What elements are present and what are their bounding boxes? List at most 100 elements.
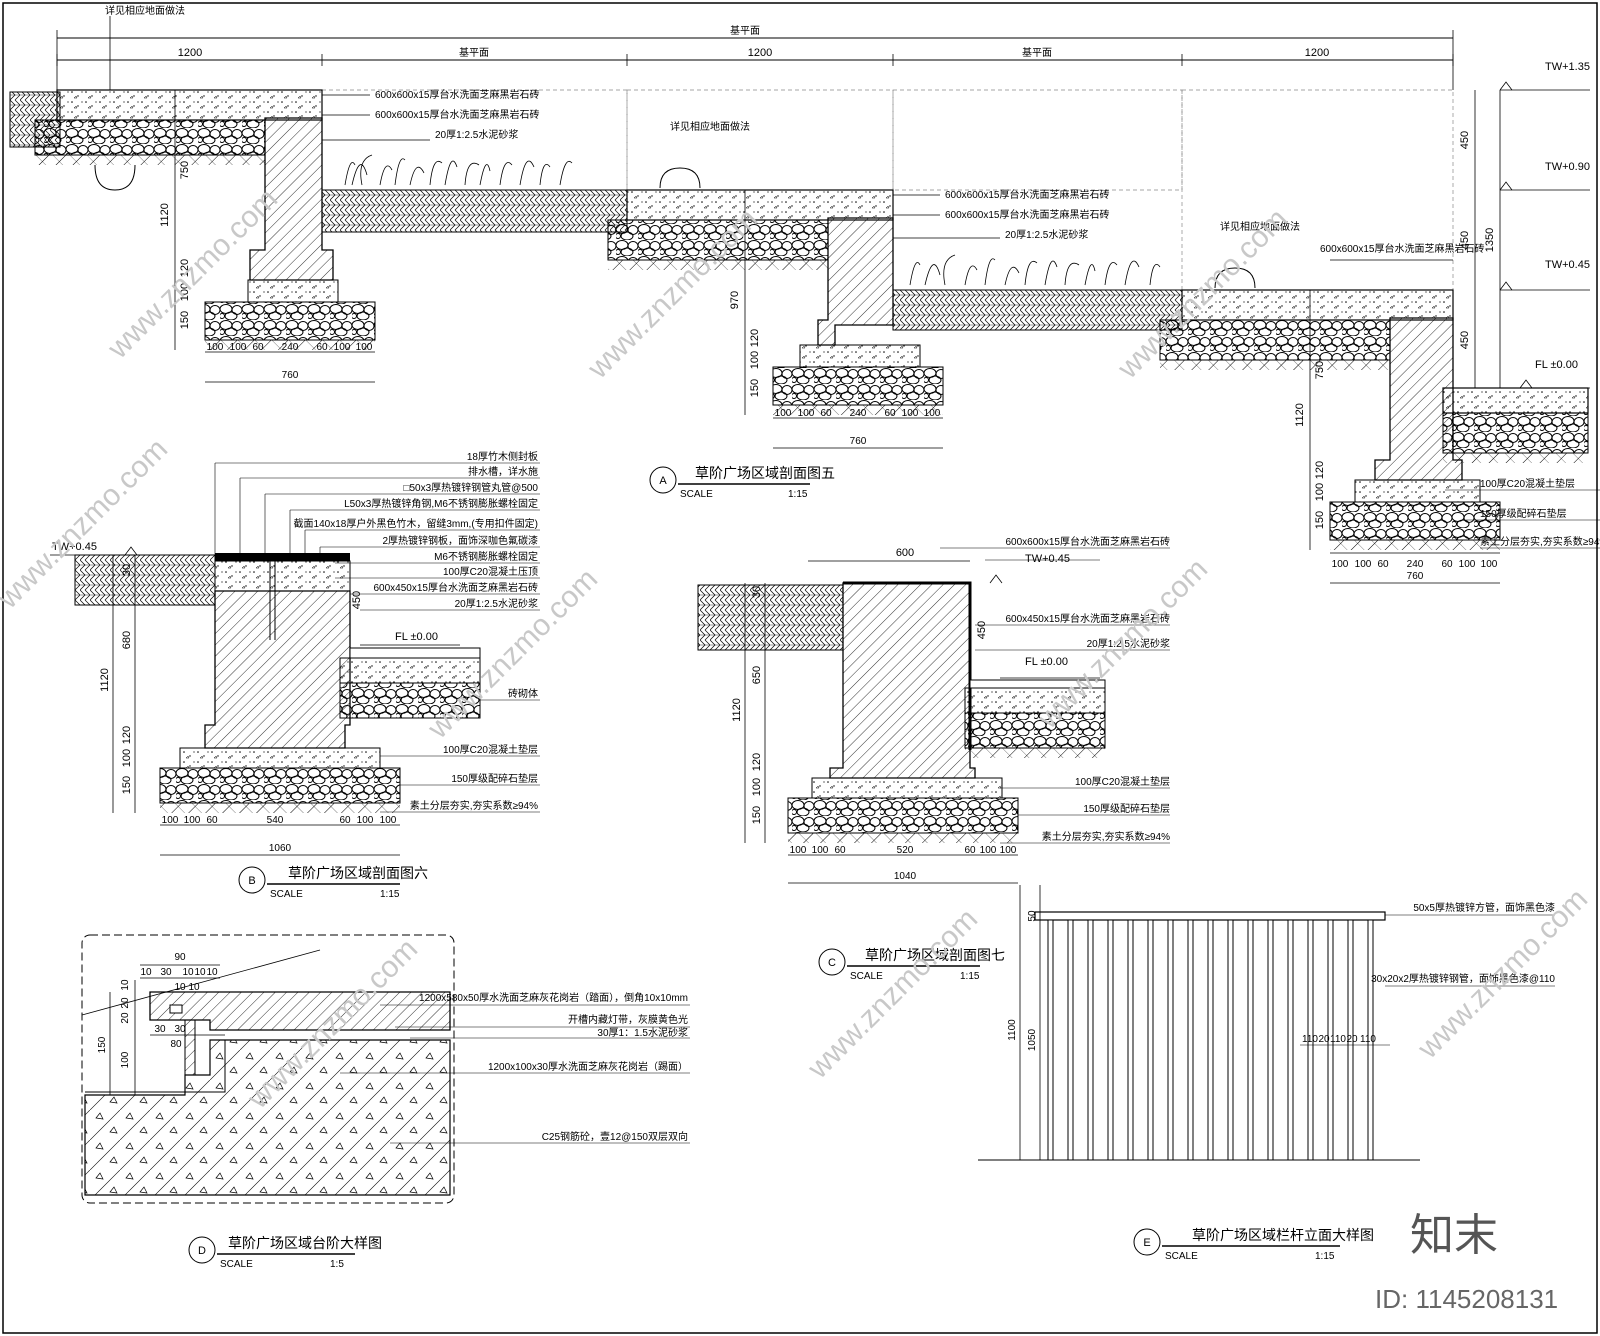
footing-dim-a1-l1: 100 — [207, 342, 224, 353]
section-b-total: 1060 — [269, 843, 292, 854]
footing-dim-a1-r2: 100 — [334, 342, 351, 353]
level-tw-135: TW+1.35 — [1545, 61, 1590, 73]
section-b-scale-label: SCALE — [270, 889, 303, 900]
callout-b-13: 150厚级配碎石垫层 — [451, 772, 538, 785]
section-a-bubble — [649, 466, 677, 494]
baluster — [1247, 919, 1254, 1161]
level-fl-000: FL ±0.00 — [1535, 359, 1578, 371]
footing-dim-a3-total: 760 — [1407, 571, 1424, 582]
section-b-vdim-1120: 1120 — [99, 668, 111, 692]
section-e-title: 草阶广场区域栏杆立面大样图 — [1192, 1227, 1374, 1243]
section-d-scale-label: SCALE — [220, 1259, 253, 1270]
mid-vdim-150: 150 — [749, 379, 761, 397]
footing-dim-a3-r2: 100 — [1459, 559, 1476, 570]
section-b-vdim-30: 30 — [121, 564, 133, 576]
section-c-vdim-450: 450 — [976, 621, 988, 639]
section-b-bubble — [238, 866, 266, 894]
section-e-scale-label: SCALE — [1165, 1251, 1198, 1262]
section-a-title: 草阶广场区域剖面图五 — [695, 465, 835, 481]
callout-c-5: 150厚级配碎石垫层 — [1083, 802, 1170, 815]
left-vdim-120: 120 — [179, 259, 191, 277]
mid-vdim-120: 120 — [749, 329, 761, 347]
section-d-bubble — [188, 1236, 216, 1264]
section-c-scale-label: SCALE — [850, 971, 883, 982]
section-b-hdim-4: 540 — [267, 815, 284, 826]
footing-dim-a1-r3: 100 — [356, 342, 373, 353]
baluster — [1187, 919, 1194, 1161]
section-d-dim-90: 90 — [174, 952, 186, 963]
section-c-total: 1040 — [894, 871, 917, 882]
callout-b-14: 素土分层夯实,夯实系数≥94% — [410, 799, 538, 812]
section-b-scale: 1:15 — [380, 889, 400, 900]
callout-e-2: 30x20x2厚热镀锌钢管，面饰黑色漆@110 — [1371, 972, 1555, 985]
footing-dim-a3-r1: 60 — [1441, 559, 1453, 570]
callout-a-right: 600x600x15厚台水洗面芝麻黑岩石砖 — [1320, 242, 1485, 255]
section-c-vdim-1120: 1120 — [731, 698, 743, 722]
section-d-vdim-20a: 20 — [120, 997, 131, 1009]
baluster — [1227, 919, 1234, 1161]
brand-logo: 知末 — [1410, 1211, 1498, 1260]
footing-dim-a1-mid: 240 — [282, 342, 299, 353]
footing-dim-a2-l3: 60 — [820, 408, 832, 419]
baluster — [1047, 919, 1054, 1161]
section-a-letter: A — [659, 475, 667, 487]
callout-a-footing-1: 100厚C20混凝土垫层 — [1480, 477, 1575, 490]
callout-a-mid-3: 20厚1:2.5水泥砂浆 — [1005, 228, 1088, 241]
section-d-dim-10b: 10 — [182, 967, 194, 978]
mid-vdim-100: 100 — [749, 351, 761, 369]
section-c-hdim-7: 100 — [1000, 845, 1017, 856]
baluster — [1267, 919, 1274, 1161]
section-c-vdim-150: 150 — [751, 806, 763, 824]
section-d-bdim-30a: 30 — [154, 1024, 166, 1035]
watermark-8: www.znzmo.com — [801, 902, 984, 1085]
left-vdim-150: 150 — [179, 311, 191, 329]
callout-b-12: 100厚C20混凝土垫层 — [443, 743, 538, 756]
right-vdim-100: 100 — [1314, 483, 1326, 501]
callout-a-left-1: 600x600x15厚台水洗面芝麻黑岩石砖 — [375, 88, 540, 101]
level-tw-090: TW+0.90 — [1545, 161, 1590, 173]
footing-dim-a3-mid: 240 — [1407, 559, 1424, 570]
section-e-space-2: 20 — [1318, 1034, 1330, 1045]
baluster — [1287, 919, 1294, 1161]
section-c-level: TW+0.45 — [1025, 553, 1070, 565]
left-vdim-100: 100 — [179, 283, 191, 301]
right-vdim-120: 120 — [1314, 461, 1326, 479]
callout-b-1: 18厚竹木侧封板 — [467, 450, 538, 463]
callout-e-1: 50x5厚热镀锌方管，面饰黑色漆 — [1413, 901, 1555, 914]
callout-b-4: L50x3厚热镀锌角钢,M6不锈钢膨胀螺栓固定 — [344, 497, 538, 510]
section-a-scale: 1:15 — [788, 489, 808, 500]
section-b-letter: B — [248, 875, 255, 887]
baluster — [1347, 919, 1354, 1161]
callout-b-11: 砖砌体 — [508, 687, 538, 700]
callout-a-footing-3: 素土分层夯实,夯实系数≥94% — [1480, 535, 1600, 548]
footing-dim-a2-total: 760 — [850, 436, 867, 447]
callout-b-3: □50x3厚热镀锌钢管丸管@500 — [403, 481, 538, 494]
section-d-letter: D — [198, 1245, 206, 1257]
callout-b-2: 排水槽，详水施 — [468, 465, 538, 478]
section-c-bubble — [818, 948, 846, 976]
image-id-label: ID: 1145208131 — [1375, 1284, 1558, 1314]
section-d-vdim-10: 10 — [120, 979, 131, 991]
baluster — [1307, 919, 1314, 1161]
footing-dim-a1-r1: 60 — [316, 342, 328, 353]
callout-c-6: 素土分层夯实,夯实系数≥94% — [1042, 830, 1170, 843]
see-note-left: 详见相应地面做法 — [105, 4, 185, 17]
section-d-dim-30: 30 — [160, 967, 172, 978]
callout-a-mid-1: 600x600x15厚台水洗面芝麻黑岩石砖 — [945, 188, 1110, 201]
baluster-group — [1047, 919, 1374, 1161]
section-c-title: 草阶广场区域剖面图七 — [865, 947, 1005, 963]
callout-d-1: 1200x580x50厚水洗面芝麻灰花岗岩（踏面），倒角10x10mm — [419, 991, 688, 1004]
section-c-hdim-6: 100 — [980, 845, 997, 856]
callout-d-3: 30厚1：1.5水泥砂浆 — [597, 1026, 688, 1039]
see-note-right: 详见相应地面做法 — [1220, 220, 1300, 233]
section-b-hdim-6: 100 — [357, 815, 374, 826]
footing-dim-a1-l3: 60 — [252, 342, 264, 353]
section-b-vdim-450: 450 — [351, 591, 363, 609]
callout-c-2: 600x450x15厚台水洗面芝麻黑岩石砖 — [1006, 612, 1171, 625]
section-b-vdim-120: 120 — [121, 726, 133, 744]
section-d-bdim-30b: 30 — [174, 1024, 186, 1035]
section-c-fl: FL ±0.00 — [1025, 656, 1068, 668]
baluster — [1327, 919, 1334, 1161]
